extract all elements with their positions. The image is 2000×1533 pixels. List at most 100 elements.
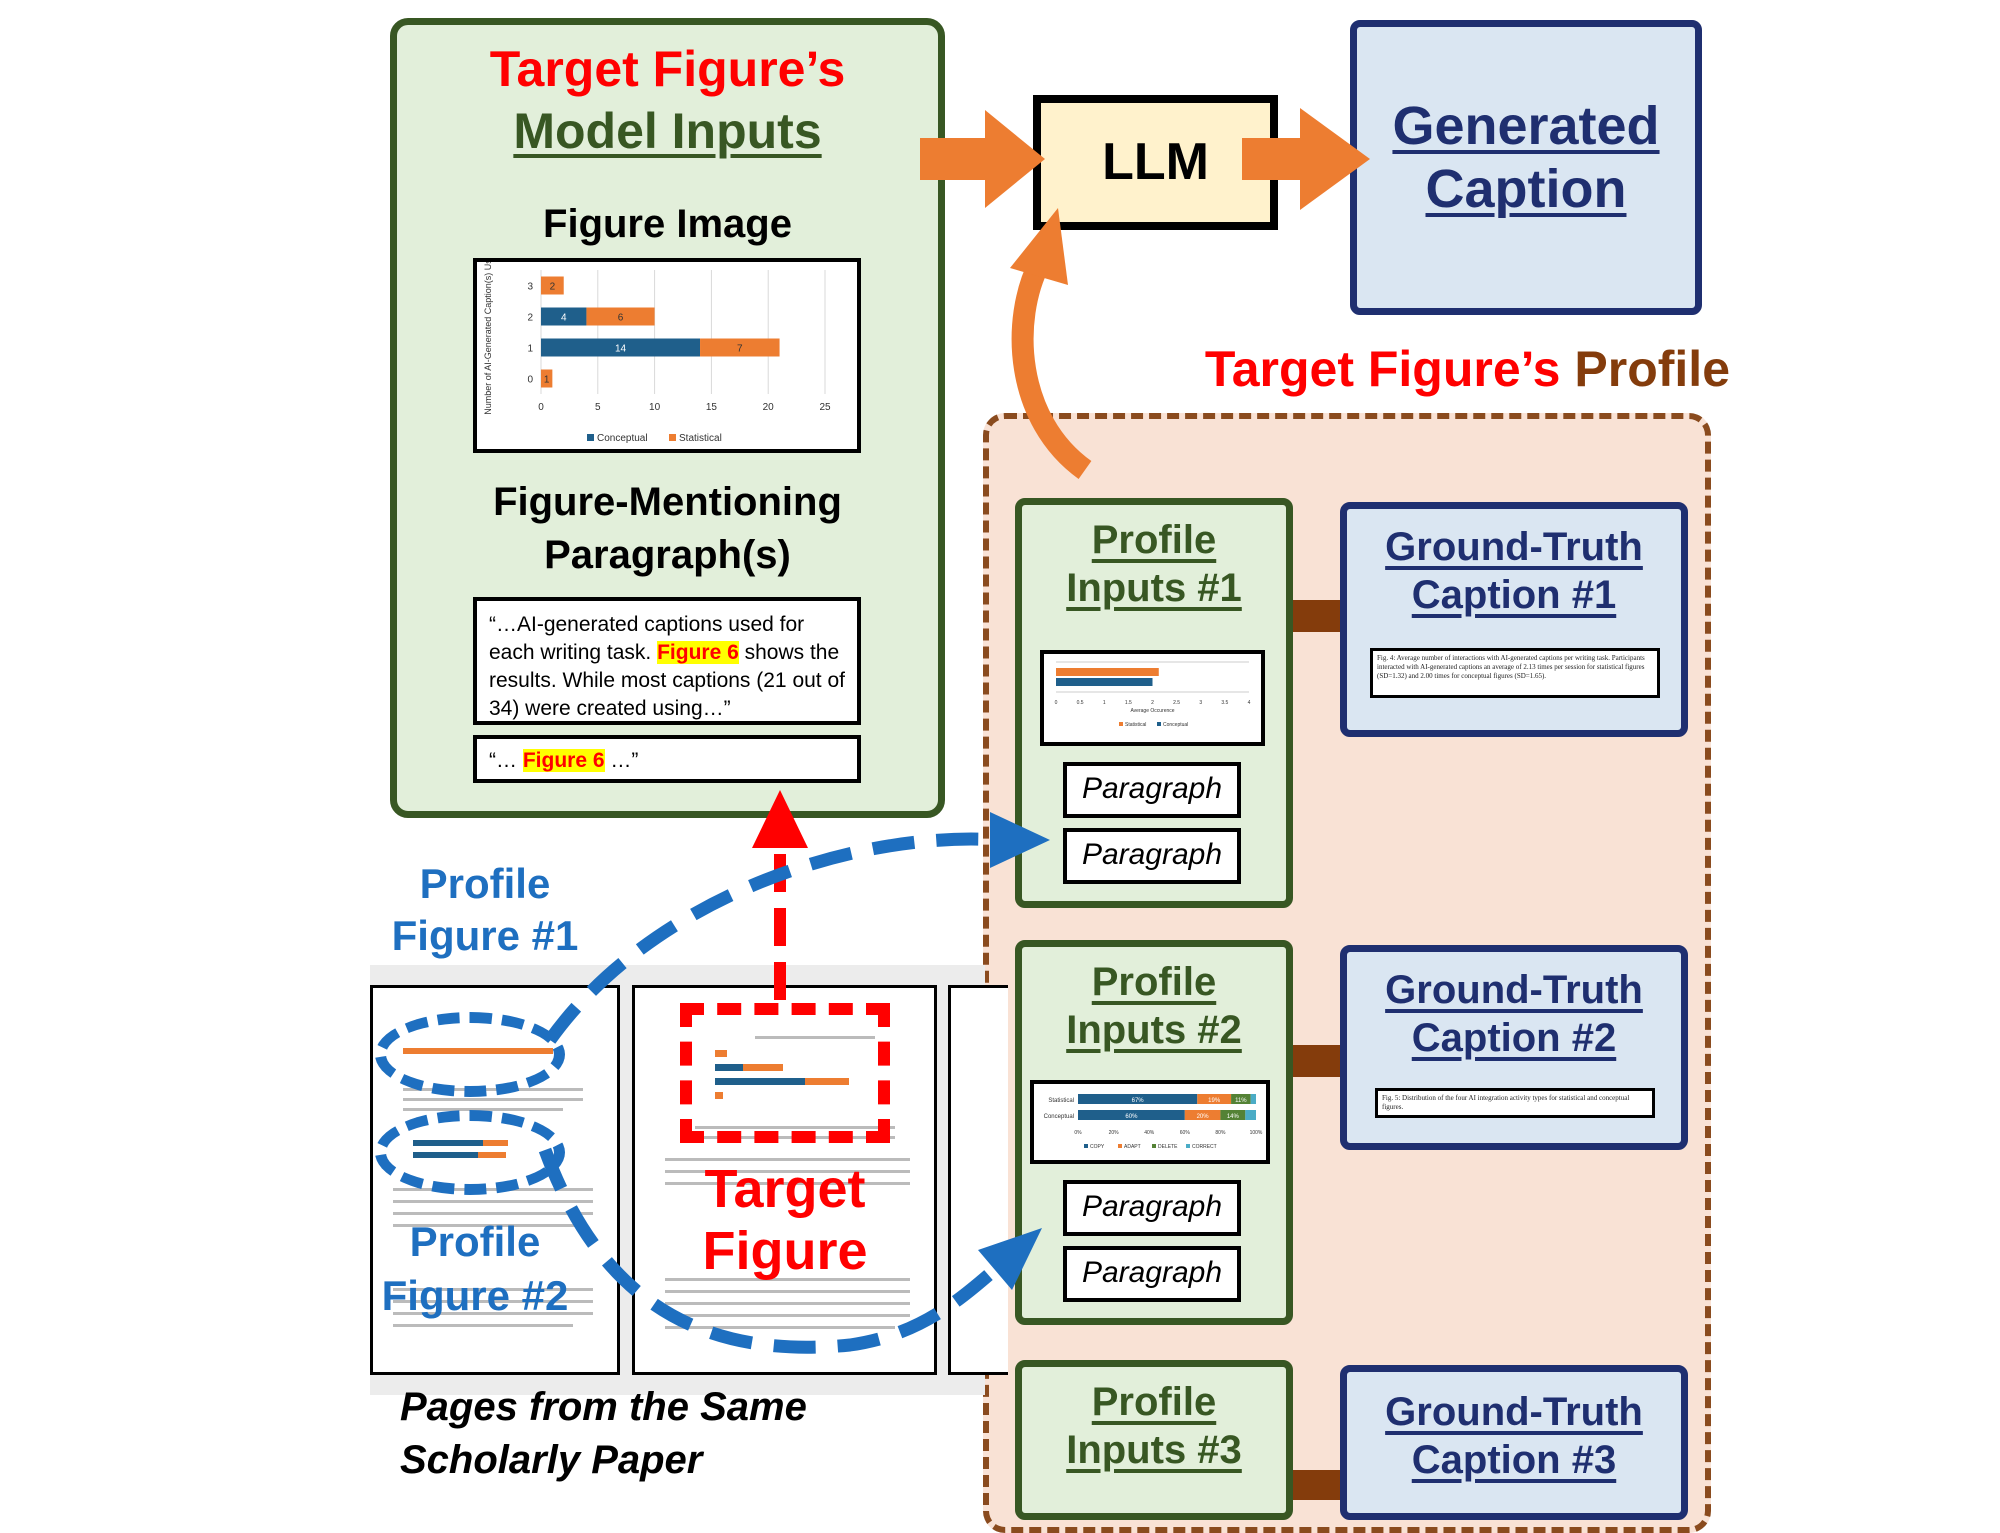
y-tick-label: Conceptual [1044, 1114, 1074, 1120]
profile-figure-1-label-line2: Figure #1 [391, 912, 579, 959]
generated-caption-line2: Caption [1425, 159, 1627, 219]
paragraph-2-part1: “… [489, 749, 523, 772]
legend-swatch [1119, 722, 1123, 726]
bar-data-label: 2 [550, 282, 556, 293]
ground-truth-1-caption-text: Fig. 4: Average number of interactions w… [1377, 654, 1645, 680]
bar-statistical [700, 338, 780, 357]
llm-box [1033, 95, 1278, 230]
target-figure-label-line2: Figure [702, 1221, 868, 1281]
bar-statistical [1056, 668, 1159, 676]
mentioning-label-line2: Paragraph(s) [544, 533, 791, 577]
pages-caption-line1: Pages from the Same [400, 1385, 807, 1429]
profile-1-paragraph-a [1063, 762, 1241, 818]
legend-swatch [1186, 1144, 1190, 1148]
generated-caption-line1: Generated [1392, 96, 1660, 156]
profile-figure-2-label-line2: Figure #2 [381, 1272, 569, 1319]
paragraph-1-part2: shows the results. While most captions (… [489, 641, 845, 720]
x-tick-label: 40% [1144, 1130, 1155, 1136]
bar-delete [1220, 1110, 1246, 1120]
model-inputs-title-line2: Model Inputs [513, 103, 822, 159]
connector-3 [1290, 1470, 1342, 1500]
profile-inputs-3-line2: Inputs #3 [1066, 1428, 1242, 1472]
x-tick-label: 10 [649, 402, 661, 413]
profile-2-paragraph-a [1063, 1180, 1241, 1236]
profile-2-paragraph-b [1063, 1246, 1241, 1302]
x-tick-label: 2.5 [1173, 700, 1180, 706]
x-tick-label: 20% [1109, 1130, 1120, 1136]
legend-label: COPY [1090, 1144, 1105, 1150]
page-right [948, 985, 1008, 1375]
y-tick-label: 0 [527, 375, 533, 386]
profile-2-paragraph-a-label: Paragraph [1081, 1190, 1223, 1223]
x-tick-label: 0 [1055, 700, 1058, 706]
ground-truth-3-line2: Caption #3 [1411, 1438, 1617, 1482]
legend-swatch [1084, 1144, 1088, 1148]
bar-data-label: 20% [1197, 1114, 1210, 1120]
y-tick-label: Statistical [1048, 1098, 1074, 1104]
profile-1-paragraph-b [1063, 828, 1241, 884]
bar-data-label: 60% [1125, 1114, 1138, 1120]
figure-image-label: Figure Image [543, 202, 792, 246]
legend-label: DELETE [1158, 1144, 1178, 1150]
profile-figure-1-ellipse [375, 1012, 565, 1097]
x-tick-label: 0% [1074, 1130, 1082, 1136]
profile-inputs-2-line1: Profile [1091, 960, 1217, 1004]
profile-figure-2-ellipse [375, 1110, 565, 1195]
legend-label: Statistical [1125, 722, 1146, 728]
x-tick-label: 100% [1250, 1130, 1263, 1136]
profile-1-paragraph-b-label: Paragraph [1081, 838, 1223, 871]
bar-adapt [1184, 1110, 1221, 1120]
bar-data-label: 7 [737, 344, 743, 355]
bar-statistical [541, 276, 564, 295]
model-inputs-title-line1: Target Figure’s [489, 41, 846, 97]
connector-2 [1290, 1045, 1342, 1077]
ground-truth-2-caption-box: Fig. 5: Distribution of the four AI inte… [1375, 1088, 1655, 1118]
profile-2-chart: Statistical 67% 19% 11% Conceptual 60% 20% 14% 0… [1044, 1094, 1263, 1150]
bar-data-label: 14% [1227, 1114, 1240, 1120]
bar-adapt [1197, 1094, 1232, 1104]
target-figure-highlight [680, 1003, 890, 1143]
x-tick-label: 60% [1180, 1130, 1191, 1136]
paragraph-2-figure-ref: Figure 6 [522, 749, 605, 772]
bar-conceptual [541, 338, 701, 357]
profile-inputs-1-line1: Profile [1091, 518, 1217, 562]
x-tick-label: 5 [595, 402, 601, 413]
y-tick-label: 3 [527, 282, 533, 293]
x-axis-label: Average Occurence [1130, 708, 1174, 714]
x-tick-label: 3 [1199, 700, 1202, 706]
y-tick-label: 1 [527, 344, 533, 355]
bar-copy [1078, 1094, 1198, 1104]
legend-label: Conceptual [1163, 722, 1188, 728]
bar-data-label: 19% [1208, 1098, 1221, 1104]
bar-data-label: 67% [1132, 1098, 1145, 1104]
profile-2-figure-box: Statistical 67% 19% 11% Conceptual 60% 20% 14% 0… [1030, 1080, 1270, 1164]
profile-title: Target Figure’s Profile [1030, 340, 1730, 398]
x-tick-label: 1 [1103, 700, 1106, 706]
bar-data-label: 11% [1235, 1098, 1247, 1104]
paragraph-2-text: “… Figure 6 …” [489, 747, 849, 775]
bar-statistical [541, 369, 553, 388]
x-tick-label: 0 [538, 402, 544, 413]
profile-inputs-3-line1: Profile [1091, 1380, 1217, 1424]
bar-conceptual [1056, 678, 1153, 686]
x-tick-label: 80% [1215, 1130, 1226, 1136]
profile-title-part1: Target Figure’s [1204, 341, 1561, 397]
paragraph-1-text: “…AI-generated captions used for each wr… [489, 611, 849, 723]
paragraph-2-part2: …” [604, 749, 639, 772]
legend-swatch [1118, 1144, 1122, 1148]
bar-correct [1250, 1094, 1256, 1104]
x-tick-label: 20 [763, 402, 775, 413]
bar-data-label: 1 [544, 375, 550, 386]
ground-truth-2-caption-text: Fig. 5: Distribution of the four AI inte… [1382, 1094, 1630, 1111]
legend-label: Statistical [679, 433, 722, 444]
x-tick-label: 15 [706, 402, 718, 413]
x-tick-label: 0.5 [1077, 700, 1084, 706]
paragraph-1-part1: “…AI-generated captions used for each wr… [489, 613, 805, 664]
profile-title-part2: Profile [1574, 341, 1730, 397]
mentioning-paragraph-1: “…AI-generated captions used for each wr… [473, 597, 861, 725]
ground-truth-1-line1: Ground-Truth [1385, 525, 1643, 569]
x-tick-label: 25 [819, 402, 831, 413]
profile-figure-1-label-line1: Profile [419, 860, 551, 907]
y-tick-label: 2 [527, 313, 533, 324]
